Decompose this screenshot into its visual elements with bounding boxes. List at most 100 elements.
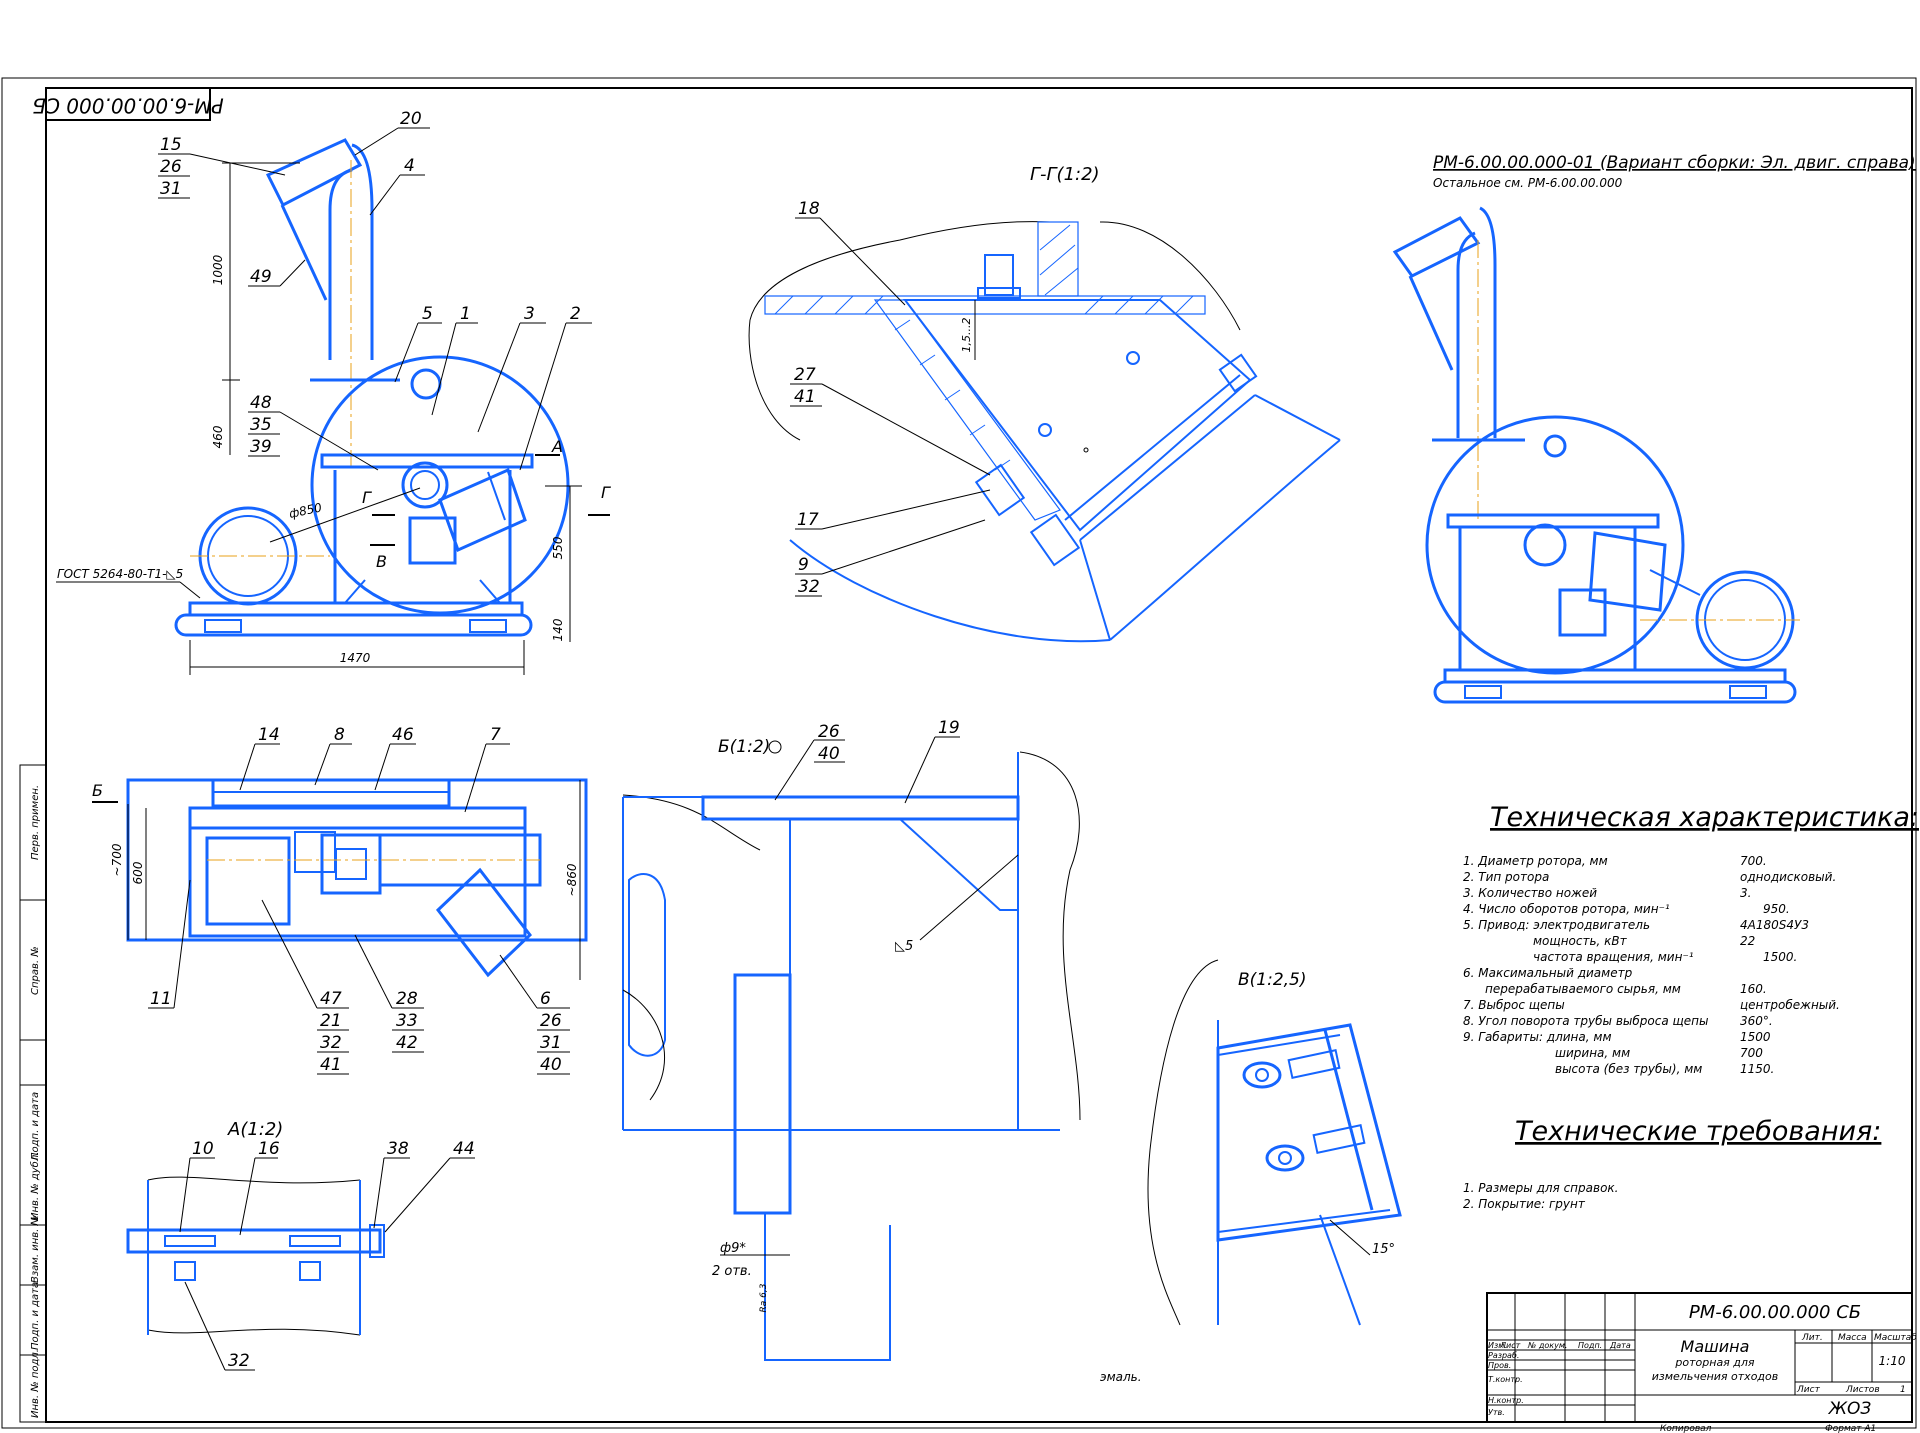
side-stamp-4: Инв. № дубл. [29, 1152, 41, 1220]
dim-length: 1470 [340, 651, 371, 665]
plan-callouts: 14 8 46 7 11 47 21 32 41 28 33 42 6 26 3… [148, 725, 570, 1075]
mirrored-stamp-text: РМ-6.00.00.000 СБ [32, 94, 223, 118]
tb-designation: РМ-6.00.00.000 СБ [1689, 1302, 1861, 1323]
callout-20: 20 [400, 109, 422, 129]
tb-format: Формат А1 [1825, 1424, 1876, 1433]
tc-row-5-label: 5. Привод: электродвигатель [1463, 918, 1650, 932]
plan-callout-41: 41 [320, 1055, 342, 1075]
side-stamp-1: Перв. примен. [30, 785, 41, 860]
weld-note: ГОСТ 5264-80-Т1-◺5 [57, 567, 183, 581]
view-b-roughness: Ra 6,3 [759, 1283, 769, 1312]
tb-row-izm: Изм. [1488, 1341, 1507, 1350]
plan-callout-47: 47 [320, 989, 342, 1009]
plan-dim-width-inner: 600 [131, 861, 145, 884]
gg-callout-18: 18 [798, 199, 820, 219]
tb-role-tkontr: Т.контр. [1488, 1375, 1523, 1384]
tb-scale: 1:10 [1879, 1354, 1906, 1368]
plan-callout-6: 6 [540, 989, 551, 1009]
plan-callout-42: 42 [396, 1033, 418, 1053]
tb-name-2: роторная для [1674, 1356, 1755, 1369]
tech-characteristics: Техническая характеристика: 1. Диаметр р… [1463, 802, 1919, 1211]
tb-role-razrab: Разраб. [1488, 1351, 1519, 1360]
tb-lit: Лит. [1801, 1333, 1823, 1343]
dim-height-base: 140 [551, 618, 565, 641]
side-stamp: Перв. примен. Справ. № Подп. и дата Инв.… [19, 764, 47, 1423]
side-stamp-5: Взам. инв. № [30, 1215, 41, 1283]
plan-callout-7: 7 [490, 725, 501, 745]
plan-callout-21: 21 [320, 1011, 342, 1031]
section-mark-v: В [376, 552, 387, 571]
enamel-note: эмаль. [1100, 1370, 1142, 1384]
gg-callout-9: 9 [798, 555, 809, 575]
plan-callout-32: 32 [320, 1033, 342, 1053]
tc-row-12-label: 9. Габариты: длина, мм [1463, 1030, 1612, 1044]
tech-char-title: Техническая характеристика: [1490, 802, 1919, 833]
plan-callout-28: 28 [396, 989, 418, 1009]
tc-row-6-label: мощность, кВт [1533, 934, 1628, 948]
tb-org: ЖОЗ [1828, 1399, 1872, 1419]
callout-5: 5 [422, 304, 433, 324]
b-callout-26: 26 [818, 722, 840, 742]
tc-row-11-value: 360°. [1740, 1014, 1773, 1028]
tc-row-11-label: 8. Угол поворота трубы выброса щепы [1463, 1014, 1709, 1028]
tc-row-12-value: 1500 [1740, 1030, 1771, 1044]
plan-mark-b: Б [92, 781, 103, 800]
side-stamp-2: Справ. № [30, 946, 41, 995]
outer-frame [1, 77, 1917, 1429]
tc-row-6-value: 22 [1740, 934, 1755, 948]
a-callout-10: 10 [192, 1139, 214, 1159]
tb-sheets-n: 1 [1900, 1385, 1906, 1395]
tc-row-14-value: 1150. [1740, 1062, 1774, 1076]
mirrored-stamp: РМ-6.00.00.000 СБ [32, 87, 224, 121]
gg-callouts: 18 27 41 17 9 32 [790, 199, 991, 597]
plan-callout-46: 46 [392, 725, 414, 745]
gg-title: Г-Г(1:2) [1030, 164, 1100, 185]
gg-callout-27: 27 [794, 365, 816, 385]
tc-row-7-value: 1500. [1763, 950, 1797, 964]
tc-row-14-label: высота (без трубы), мм [1555, 1062, 1702, 1076]
tc-row-2-value: однодисковый. [1740, 870, 1836, 884]
tb-name-3: измельчения отходов [1652, 1370, 1779, 1383]
inner-frame [45, 87, 1913, 1423]
b-callout-19: 19 [938, 718, 960, 738]
view-b-hole-dim: ф9* [720, 1241, 746, 1256]
tb-row-doc: № докум. [1527, 1341, 1567, 1350]
tb-role-nkontr: Н.контр. [1488, 1396, 1524, 1405]
view-b: Б(1:2) ◺5 ф9* 2 отв. Ra 6,3 [622, 737, 1081, 1361]
plan-callout-33: 33 [396, 1011, 418, 1031]
plan-callout-11: 11 [150, 989, 172, 1009]
tb-role-utv: Утв. [1488, 1408, 1505, 1417]
tc-row-4-value: 950. [1763, 902, 1790, 916]
tc-row-4-label: 4. Число оборотов ротора, мин⁻¹ [1463, 902, 1670, 916]
tb-row-data: Дата [1609, 1341, 1631, 1350]
tc-row-10-value: центробежный. [1740, 998, 1840, 1012]
plan-callout-40: 40 [540, 1055, 562, 1075]
tc-row-1-label: 1. Диаметр ротора, мм [1463, 854, 1608, 868]
dim-height-pipe: 1000 [211, 254, 225, 285]
view-a: А(1:2) [126, 1119, 385, 1336]
callout-4: 4 [404, 156, 415, 176]
variant-note: Остальное см. РМ-6.00.00.000 [1433, 176, 1623, 190]
callout-15: 15 [160, 135, 182, 155]
tb-name-1: Машина [1681, 1337, 1750, 1356]
section-mark-a: А [551, 437, 563, 456]
plan-dim-width-right: ~860 [565, 863, 579, 896]
variant-view: РМ-6.00.00.000-01 (Вариант сборки: Эл. д… [1392, 153, 1916, 704]
section-mark-g-left: Г [362, 488, 372, 507]
callout-3: 3 [524, 304, 535, 324]
view-a-title: А(1:2) [227, 1119, 283, 1140]
gg-callout-32: 32 [798, 577, 820, 597]
tech-req-item-2: 2. Покрытие: грунт [1463, 1197, 1586, 1211]
callout-1: 1 [460, 304, 471, 324]
a-callout-16: 16 [258, 1139, 280, 1159]
plan-dim-width-left: ~700 [110, 843, 124, 876]
callout-49: 49 [250, 267, 272, 287]
tc-row-13-label: ширина, мм [1555, 1046, 1630, 1060]
gg-callout-17: 17 [797, 510, 819, 530]
plan-callout-31: 31 [540, 1033, 562, 1053]
tb-mass: Масса [1838, 1333, 1867, 1343]
callout-26: 26 [160, 157, 182, 177]
tb-sheets: Листов [1845, 1385, 1880, 1395]
tc-row-2-label: 2. Тип ротора [1463, 870, 1549, 884]
tb-copied: Копировал [1660, 1424, 1712, 1433]
